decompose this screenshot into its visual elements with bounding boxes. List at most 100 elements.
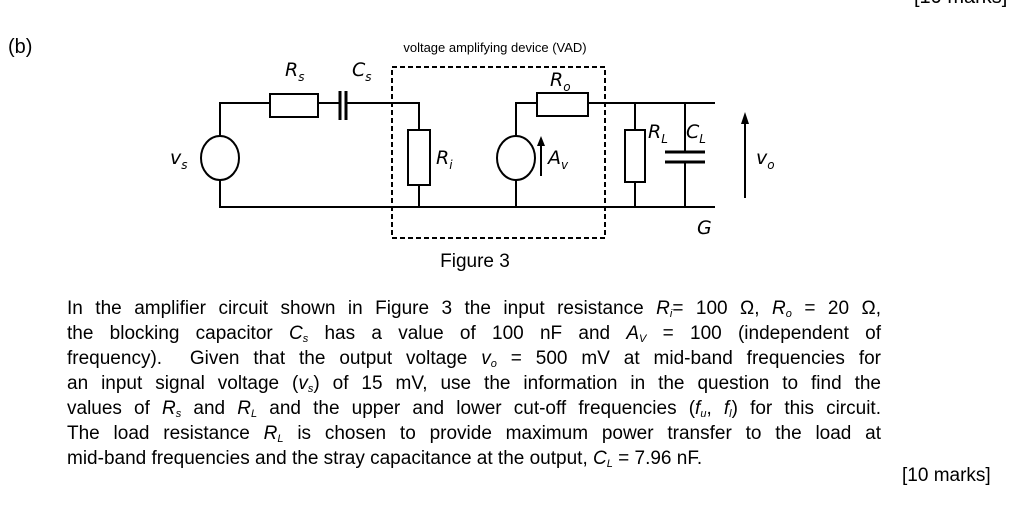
math-symbol: Rs bbox=[162, 398, 182, 420]
label-main: v bbox=[170, 147, 182, 169]
vad-dashed-box bbox=[391, 66, 606, 239]
label-subscript: L bbox=[699, 132, 706, 146]
symbol: f bbox=[723, 398, 730, 419]
symbol: A bbox=[626, 323, 640, 344]
subscript: L bbox=[277, 433, 284, 445]
math-symbol: CL bbox=[593, 448, 613, 470]
wires bbox=[219, 102, 715, 208]
math-symbol: RL bbox=[237, 398, 258, 420]
text-segment: ) for this circuit. bbox=[731, 398, 881, 419]
label-cs: Cs bbox=[352, 59, 372, 84]
text-segment: In the amplifier circuit shown in Figure… bbox=[67, 298, 657, 319]
label-main: C bbox=[352, 59, 366, 81]
vo-arrowhead bbox=[741, 112, 749, 124]
text-segment: = 100 (independent of bbox=[646, 323, 881, 344]
part-label: (b) bbox=[8, 36, 33, 58]
label-subscript: o bbox=[563, 80, 570, 94]
resistor-ri bbox=[407, 129, 431, 186]
math-symbol: Cs bbox=[289, 323, 309, 345]
math-symbol: fu bbox=[695, 398, 706, 420]
text-segment: The load resistance bbox=[67, 423, 264, 444]
symbol: C bbox=[289, 323, 303, 344]
subscript: s bbox=[175, 408, 182, 420]
capacitor-cl bbox=[665, 150, 705, 164]
symbol: R bbox=[656, 298, 670, 319]
text-segment: and bbox=[181, 398, 238, 419]
label-rs: Rs bbox=[285, 59, 304, 84]
math-symbol: vs bbox=[298, 373, 314, 395]
subscript: o bbox=[490, 358, 497, 370]
subscript: L bbox=[251, 408, 258, 420]
text-segment: = 7.96 nF. bbox=[612, 448, 703, 469]
label-main: G bbox=[697, 217, 712, 239]
text-segment: is chosen to provide maximum power trans… bbox=[283, 423, 882, 444]
symbol: C bbox=[593, 448, 607, 469]
text-line: an input signal voltage (vs) of 15 mV, u… bbox=[67, 371, 881, 396]
subscript: V bbox=[639, 333, 647, 345]
label-subscript: L bbox=[661, 132, 668, 146]
marks-cut-off: [10 marks] bbox=[914, 0, 1007, 9]
math-symbol: RL bbox=[263, 423, 284, 445]
text-segment: values of bbox=[67, 398, 163, 419]
label-subscript: s bbox=[298, 70, 304, 84]
subscript: i bbox=[669, 308, 673, 320]
text-line: In the amplifier circuit shown in Figure… bbox=[67, 296, 881, 321]
label-main: C bbox=[686, 121, 700, 143]
text-segment: = 500 mV at mid-band frequencies for bbox=[496, 348, 881, 369]
symbol: R bbox=[162, 398, 176, 419]
subscript: L bbox=[606, 458, 613, 470]
symbol: R bbox=[237, 398, 251, 419]
text-segment: , bbox=[706, 398, 724, 419]
resistor-rs bbox=[269, 93, 319, 118]
subscript: l bbox=[729, 408, 732, 420]
text-segment: and the upper and lower cut-off frequenc… bbox=[257, 398, 696, 419]
subscript: s bbox=[302, 333, 309, 345]
text-segment: = 100 Ω, bbox=[672, 298, 773, 319]
label-cl: CL bbox=[686, 121, 706, 146]
label-ri: Ri bbox=[436, 147, 453, 172]
label-vs: vs bbox=[170, 147, 188, 172]
math-symbol: Ro bbox=[772, 298, 792, 320]
label-g: G bbox=[697, 217, 712, 239]
question-text: In the amplifier circuit shown in Figure… bbox=[67, 296, 881, 471]
circuit-diagram: voltage amplifying device (VAD) Figure 3… bbox=[170, 40, 775, 272]
resistor-rl bbox=[624, 129, 646, 183]
vad-label: voltage amplifying device (VAD) bbox=[403, 40, 586, 55]
symbol: R bbox=[772, 298, 786, 319]
text-segment: mid-band frequencies and the stray capac… bbox=[67, 448, 593, 469]
figure-caption: Figure 3 bbox=[440, 251, 510, 272]
label-subscript: o bbox=[767, 158, 774, 172]
symbol: R bbox=[263, 423, 278, 444]
math-symbol: Ri bbox=[656, 298, 673, 320]
math-symbol: vo bbox=[481, 348, 497, 370]
input-source-vs bbox=[200, 135, 240, 181]
text-segment: an input signal voltage ( bbox=[67, 373, 299, 394]
marks-label: [10 marks] bbox=[902, 465, 991, 486]
math-symbol: AV bbox=[626, 323, 647, 345]
label-subscript: s bbox=[365, 70, 371, 84]
subscript: s bbox=[307, 383, 314, 395]
text-line: mid-band frequencies and the stray capac… bbox=[67, 446, 881, 471]
label-vo: vo bbox=[756, 147, 775, 172]
symbol: v bbox=[481, 348, 491, 369]
label-main: R bbox=[550, 69, 563, 91]
text-segment: ) of 15 mV, use the information in the q… bbox=[313, 373, 882, 394]
symbol: f bbox=[695, 398, 701, 419]
label-main: R bbox=[436, 147, 449, 169]
math-symbol: fl bbox=[723, 398, 732, 420]
resistor-ro bbox=[536, 92, 589, 117]
text-segment: has a value of 100 nF and bbox=[308, 323, 627, 344]
text-segment: the blocking capacitor bbox=[67, 323, 289, 344]
label-subscript: s bbox=[181, 158, 187, 172]
dependent-source-av bbox=[496, 135, 536, 181]
label-main: R bbox=[648, 121, 661, 143]
label-main: R bbox=[285, 59, 298, 81]
label-rl: RL bbox=[648, 121, 668, 146]
subscript: o bbox=[785, 308, 792, 320]
label-main: A bbox=[546, 147, 561, 169]
label-av: Av bbox=[546, 147, 569, 172]
text-line: the blocking capacitor Cs has a value of… bbox=[67, 321, 881, 346]
label-ro: Ro bbox=[550, 69, 571, 94]
text-segment: = 20 Ω, bbox=[791, 298, 881, 319]
label-subscript: v bbox=[561, 158, 569, 172]
